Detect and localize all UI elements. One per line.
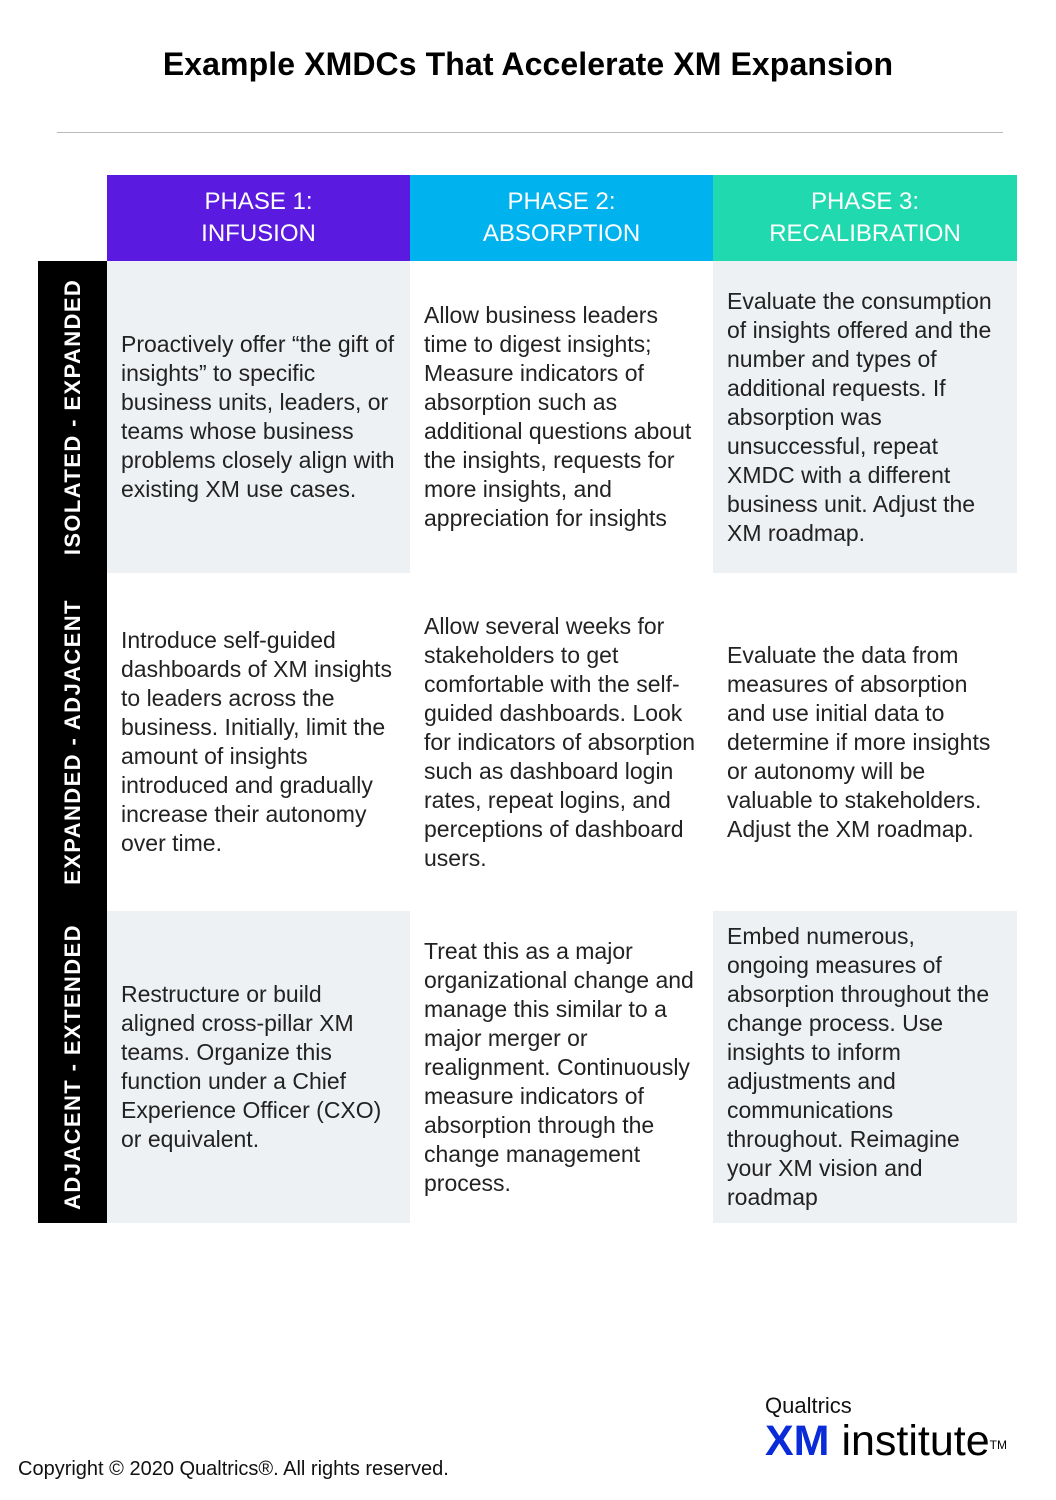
logo-company: Qualtrics xyxy=(765,1393,852,1418)
row-label-text: ADJACENT - EXTENDED xyxy=(59,924,85,1210)
table-cell: Allow business leaders time to digest in… xyxy=(410,261,713,573)
row-label-text: EXPANDED - ADJACENT xyxy=(59,599,85,885)
column-header-line1: PHASE 1: xyxy=(204,188,313,215)
column-header-line1: PHASE 3: xyxy=(810,188,920,215)
table-cell: Treat this as a major organizational cha… xyxy=(410,911,713,1223)
logo-trademark: TM xyxy=(989,1438,1007,1452)
copyright-text: Copyright © 2020 Qualtrics®. All rights … xyxy=(18,1458,449,1480)
row-label-expanded-adjacent: EXPANDED - ADJACENT xyxy=(38,573,107,911)
table-cell: Allow several weeks for stakeholders to … xyxy=(410,573,713,911)
table-cell: Introduce self-guided dashboards of XM i… xyxy=(107,573,410,911)
column-header-line2: ABSORPTION xyxy=(482,220,641,247)
row-label-isolated-expanded: ISOLATED - EXPANDED xyxy=(38,261,107,573)
table-cell: Evaluate the data from measures of absor… xyxy=(713,573,1017,911)
table-cell: Restructure or build aligned cross-pilla… xyxy=(107,911,410,1223)
column-header-phase-3: PHASE 3: RECALIBRATION xyxy=(713,175,1017,261)
column-header-line2: INFUSION xyxy=(201,220,316,247)
page-title: Example XMDCs That Accelerate XM Expansi… xyxy=(162,46,894,82)
column-header-line1: PHASE 2: xyxy=(507,188,616,215)
column-header-phase-1: PHASE 1: INFUSION xyxy=(107,175,410,261)
row-label-adjacent-extended: ADJACENT - EXTENDED xyxy=(38,911,107,1223)
title-divider xyxy=(57,132,1003,133)
column-header-phase-2: PHASE 2: ABSORPTION xyxy=(410,175,713,261)
table-cell: Evaluate the consumption of insights off… xyxy=(713,261,1017,573)
table-cell: Proactively offer “the gift of insights”… xyxy=(107,261,410,573)
column-header-line2: RECALIBRATION xyxy=(769,220,961,247)
row-label-text: ISOLATED - EXPANDED xyxy=(59,278,85,556)
table-cell: Embed numerous, ongoing measures of abso… xyxy=(713,911,1017,1223)
table-corner xyxy=(38,175,107,261)
logo-wordmark: XM instituteTM xyxy=(765,1419,1007,1463)
logo-word: institute xyxy=(841,1417,990,1465)
xmdc-table: PHASE 1: INFUSION PHASE 2: ABSORPTION PHAS… xyxy=(38,175,1017,1223)
xm-institute-logo: Qualtrics XM instituteTM xyxy=(765,1393,1007,1463)
logo-xm: XM xyxy=(765,1417,830,1465)
